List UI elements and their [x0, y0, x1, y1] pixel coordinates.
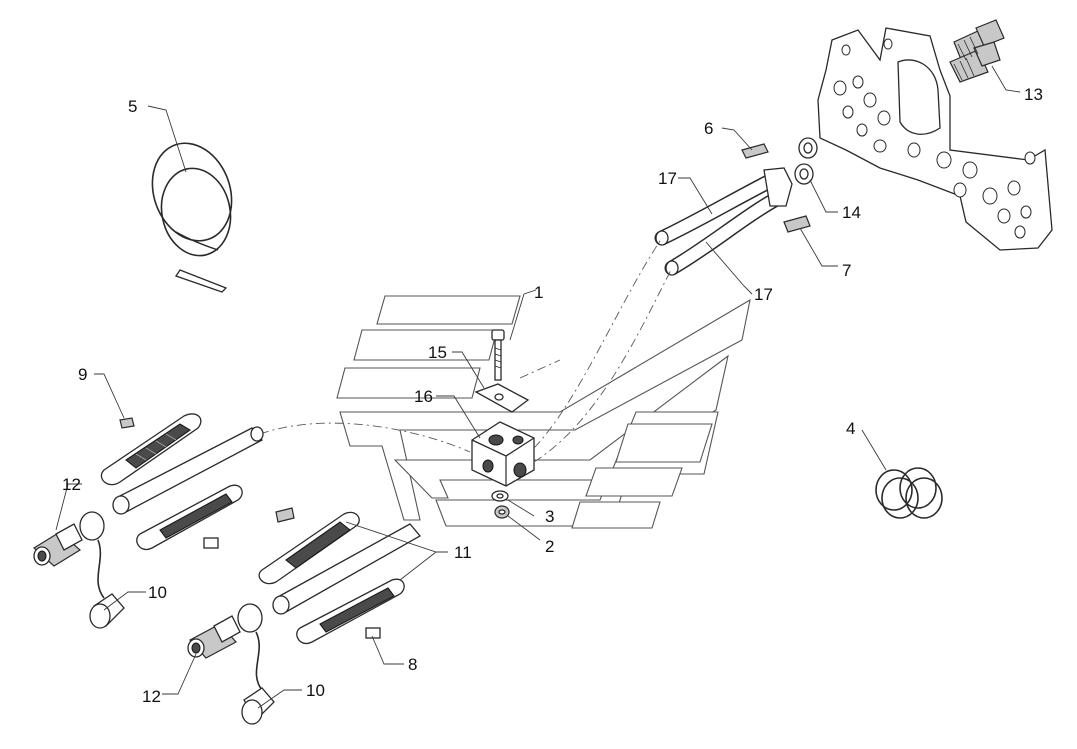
- callout-13: 13: [1024, 85, 1043, 104]
- callout-14: 14: [842, 203, 861, 222]
- part-4-rings: [875, 467, 943, 519]
- callout-6: 6: [704, 119, 713, 138]
- callout-10-lower: 10: [306, 681, 325, 700]
- left-small-block: [203, 537, 219, 549]
- part-2-nut: [494, 505, 510, 519]
- callout-15: 15: [428, 343, 447, 362]
- middle-tube: [272, 523, 421, 615]
- part-12-coupling-lower: [187, 615, 241, 659]
- callout-1: 1: [534, 283, 543, 302]
- callout-11: 11: [454, 543, 472, 562]
- part-7-clip: [783, 215, 811, 233]
- callout-12-lower: 12: [142, 687, 161, 706]
- part-1-bolt: [491, 329, 505, 381]
- callout-10-upper: 10: [148, 583, 167, 602]
- part-14-nuts: [794, 137, 818, 185]
- leader-lines: [55, 65, 1021, 709]
- left-tube: [112, 426, 264, 515]
- middle-upper-grip: [258, 511, 360, 585]
- callout-17-lower: 17: [754, 285, 773, 304]
- callout-4: 4: [846, 419, 855, 438]
- callout-8: 8: [408, 655, 417, 674]
- callout-7: 7: [842, 261, 851, 280]
- part-10-cap-lower: [237, 603, 275, 725]
- callout-2: 2: [545, 537, 554, 556]
- part-5-cable-tie: [151, 142, 233, 293]
- middle-lower-grip: [296, 578, 405, 645]
- part-8-block: [365, 627, 381, 639]
- frame-ghost-outline: [336, 295, 751, 529]
- part-12-coupling-left: [33, 523, 83, 567]
- callout-5: 5: [128, 97, 137, 116]
- callout-9: 9: [78, 365, 87, 384]
- callout-17-upper: 17: [658, 169, 677, 188]
- callout-3: 3: [545, 507, 554, 526]
- part-3-washer: [491, 490, 509, 502]
- part-17-hoses: [654, 167, 793, 276]
- part-6-clip: [741, 143, 769, 159]
- part-16-block: [471, 421, 535, 487]
- part-15-plate: [474, 383, 530, 413]
- left-upper-grip: [100, 413, 202, 486]
- part-9-clip: [119, 417, 135, 429]
- part-8-clip-upper: [275, 507, 295, 523]
- left-lower-grip: [136, 484, 243, 551]
- routing-lines: [259, 237, 673, 463]
- callout-12-upper: 12: [62, 475, 81, 494]
- callout-labels: 1 2 3 4 5 6 7 8 9 10 10 11 12 12 13 14 1…: [62, 85, 1043, 706]
- callout-16: 16: [414, 387, 433, 406]
- mounting-plate: [817, 27, 1053, 251]
- part-10-cap-left: [79, 511, 125, 629]
- part-13-fittings: [949, 19, 1005, 83]
